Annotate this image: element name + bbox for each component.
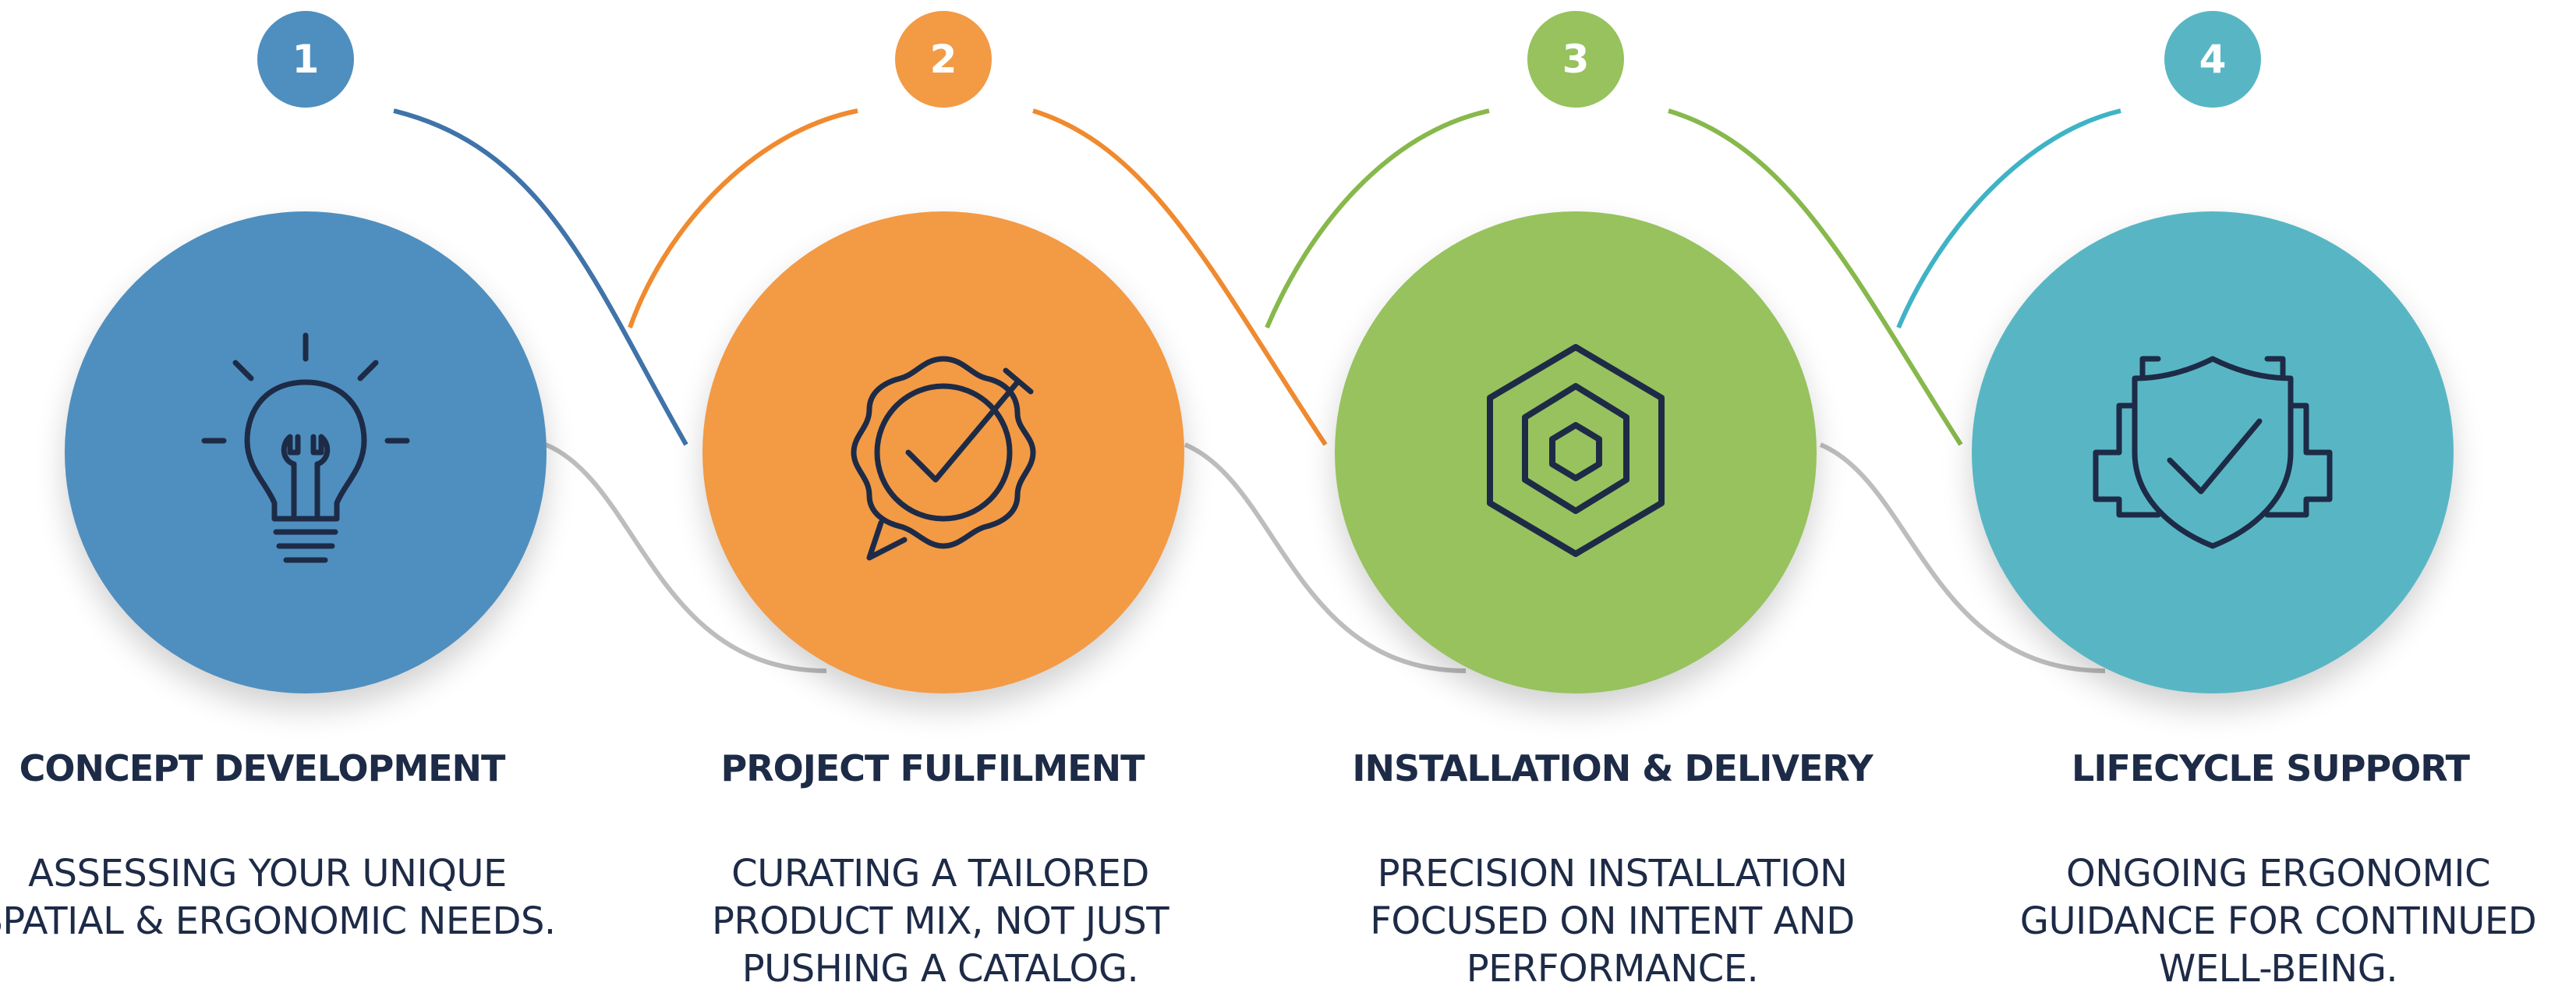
connector-arc-3a — [1265, 108, 1490, 329]
connector-arc-1 — [393, 108, 688, 446]
step-4-title: LIFECYCLE SUPPORT — [2072, 747, 2470, 789]
step-2-number: 2 — [929, 37, 957, 82]
connector-arc-4 — [1896, 108, 2121, 329]
step-3-description: PRECISION INSTALLATION FOCUSED ON INTENT… — [1370, 852, 1855, 991]
connector-arc-2b — [1032, 108, 1328, 446]
step-2-description: CURATING A TAILORED PRODUCT MIX, NOT JUS… — [711, 852, 1169, 991]
step-1-number-badge: 1 — [257, 11, 354, 108]
connector-wave-1 — [544, 442, 827, 673]
step-2-circle — [702, 211, 1184, 693]
shield-check-icon — [2093, 356, 2333, 549]
step-2-number-badge: 2 — [895, 11, 992, 108]
step-2-title: PROJECT FULFILMENT — [720, 747, 1145, 789]
connector-arc-3b — [1668, 108, 1963, 446]
step-1-number: 1 — [292, 37, 320, 82]
connector-wave-3 — [1819, 442, 2106, 673]
step-4-description: ONGOING ERGONOMIC GUIDANCE FOR CONTINUED… — [2019, 852, 2537, 991]
connector-arc-2a — [628, 108, 858, 328]
step-3-number: 3 — [1562, 37, 1590, 82]
step-1-title: CONCEPT DEVELOPMENT — [19, 747, 506, 789]
connector-wave-2 — [1184, 442, 1467, 673]
lightbulb-icon — [201, 332, 410, 563]
step-1-circle — [65, 211, 547, 693]
step-1-description: ASSESSING YOUR UNIQUE SPATIAL & ERGONOMI… — [0, 852, 556, 943]
step-4-number: 4 — [2199, 37, 2227, 82]
step-3-circle — [1335, 211, 1817, 693]
badge-check-icon — [851, 356, 1036, 561]
step-3-number-badge: 3 — [1527, 11, 1624, 108]
step-4-circle — [1972, 211, 2454, 693]
hexagon-nut-icon — [1487, 344, 1665, 557]
step-4-number-badge: 4 — [2164, 11, 2261, 108]
step-3-title: INSTALLATION & DELIVERY — [1352, 747, 1873, 789]
